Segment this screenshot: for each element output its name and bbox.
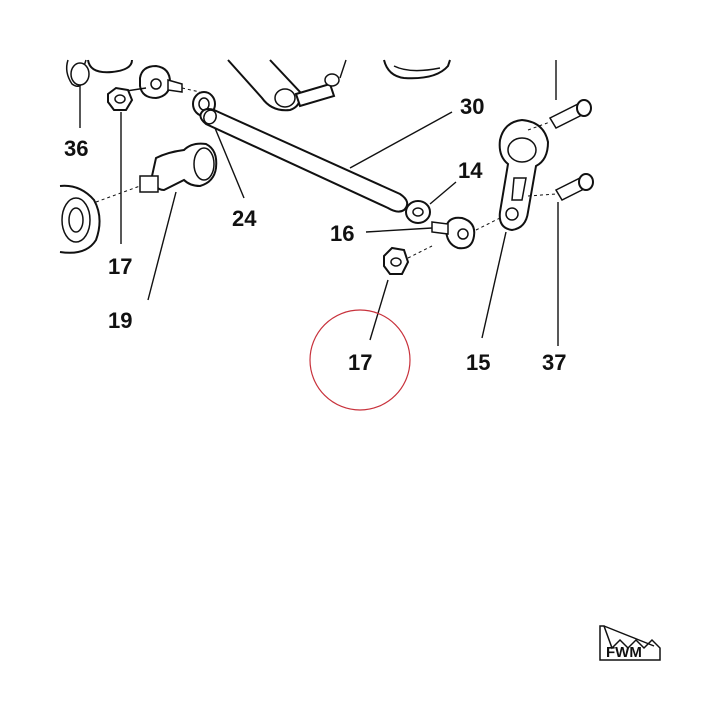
callout-17-lower: 17 <box>348 350 372 375</box>
lever-linkage-upper <box>227 59 347 112</box>
callout-36: 36 <box>64 136 88 161</box>
shaft-30 <box>199 108 453 213</box>
bolt-37 <box>527 173 594 346</box>
highlight-circle <box>309 309 411 411</box>
callout-14: 14 <box>458 158 483 183</box>
callout-24: 24 <box>232 206 257 231</box>
lever-arm-15 <box>481 118 550 339</box>
callout-17-upper: 17 <box>108 254 132 279</box>
fwm-logo: FWM <box>599 625 661 661</box>
callout-30: 30 <box>460 94 484 119</box>
nut-17-upper <box>107 86 134 244</box>
callout-19: 19 <box>108 308 132 333</box>
callout-16: 16 <box>330 221 354 246</box>
spring-clip-36 <box>70 62 90 128</box>
roller-left-partial <box>59 184 101 254</box>
ball-joint-16 <box>365 215 505 250</box>
pivot-end-upper <box>119 64 201 100</box>
callout-37: 37 <box>542 350 566 375</box>
housing-upper-right-partial <box>383 59 451 80</box>
sleeve-19 <box>95 142 218 301</box>
logo-text: FWM <box>606 644 642 661</box>
washer-14 <box>405 181 457 224</box>
callout-15: 15 <box>466 350 490 375</box>
nut-17-lower <box>369 245 433 341</box>
bolt-upper-right <box>527 60 592 131</box>
